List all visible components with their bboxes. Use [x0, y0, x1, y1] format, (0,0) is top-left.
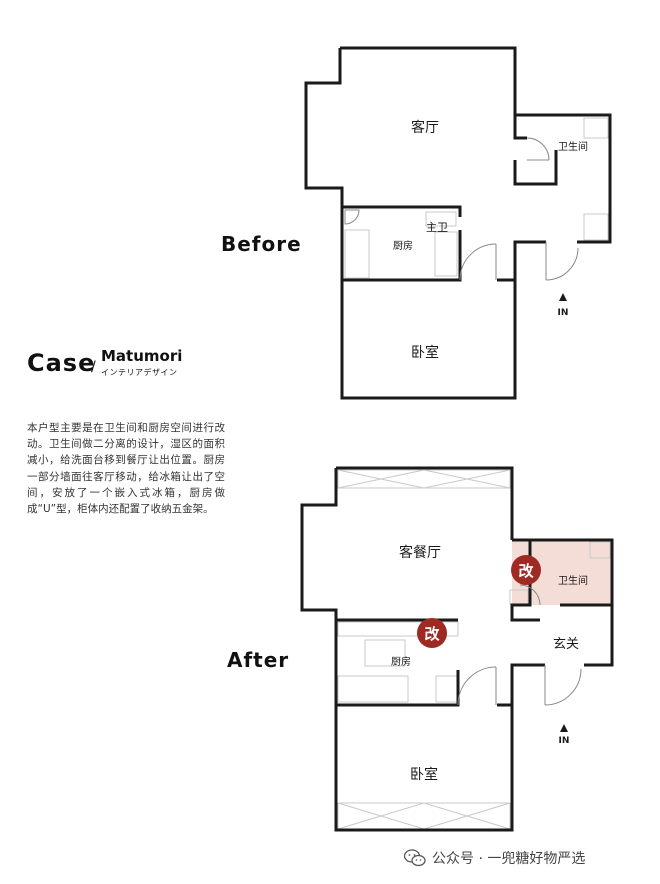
after-change-badge-kitchen-text: 改 [424, 625, 440, 643]
before-walls [304, 46, 612, 400]
before-room-kitchen: 厨房 [393, 239, 413, 252]
footer-text: 公众号 · 一兜糖好物严选 [432, 851, 586, 867]
before-room-master-bath: 主卫 [426, 221, 448, 234]
brand-block: Case / Matumori インテリアデザイン [27, 345, 207, 385]
before-entry-label: IN [558, 308, 569, 318]
after-room-bathroom: 卫生间 [558, 574, 588, 587]
after-cabinets [337, 469, 611, 830]
after-change-badge-bathroom-text: 改 [518, 562, 534, 580]
after-entry-arrow-icon [560, 724, 568, 732]
footer-watermark: 公众号 · 一兜糖好物严选 [404, 846, 644, 870]
after-room-kitchen: 厨房 [391, 655, 411, 668]
before-room-living: 客厅 [411, 119, 439, 136]
before-label: Before [221, 232, 302, 256]
description-text: 本户型主要是在卫生间和厨房空间进行改动。卫生间做二分离的设计，湿区的面积减小，给… [27, 422, 225, 516]
after-change-badge-bathroom [511, 555, 541, 585]
after-doors [457, 584, 582, 706]
brand-subtitle: インテリアデザイン [101, 368, 178, 377]
case-word: Case [27, 349, 96, 377]
brand-name: Matumori [101, 347, 183, 365]
after-change-badge-kitchen [417, 618, 447, 648]
after-label: After [227, 648, 290, 672]
after-room-bedroom: 卧室 [410, 766, 438, 783]
wechat-icon [404, 849, 426, 867]
before-doors [344, 137, 579, 281]
before-entry-arrow-icon [559, 293, 567, 301]
before-fixtures [344, 117, 609, 279]
after-entry-label: IN [559, 736, 570, 746]
after-room-living-dining: 客餐厅 [399, 544, 441, 561]
after-room-entrance: 玄关 [553, 637, 579, 652]
case-slash: / [91, 359, 96, 375]
before-room-bathroom: 卫生间 [558, 140, 588, 153]
before-room-bedroom: 卧室 [411, 344, 439, 361]
after-floor-plan: 改 改 IN 客餐厅 卫生间 厨房 玄关 卧室 [300, 466, 614, 832]
